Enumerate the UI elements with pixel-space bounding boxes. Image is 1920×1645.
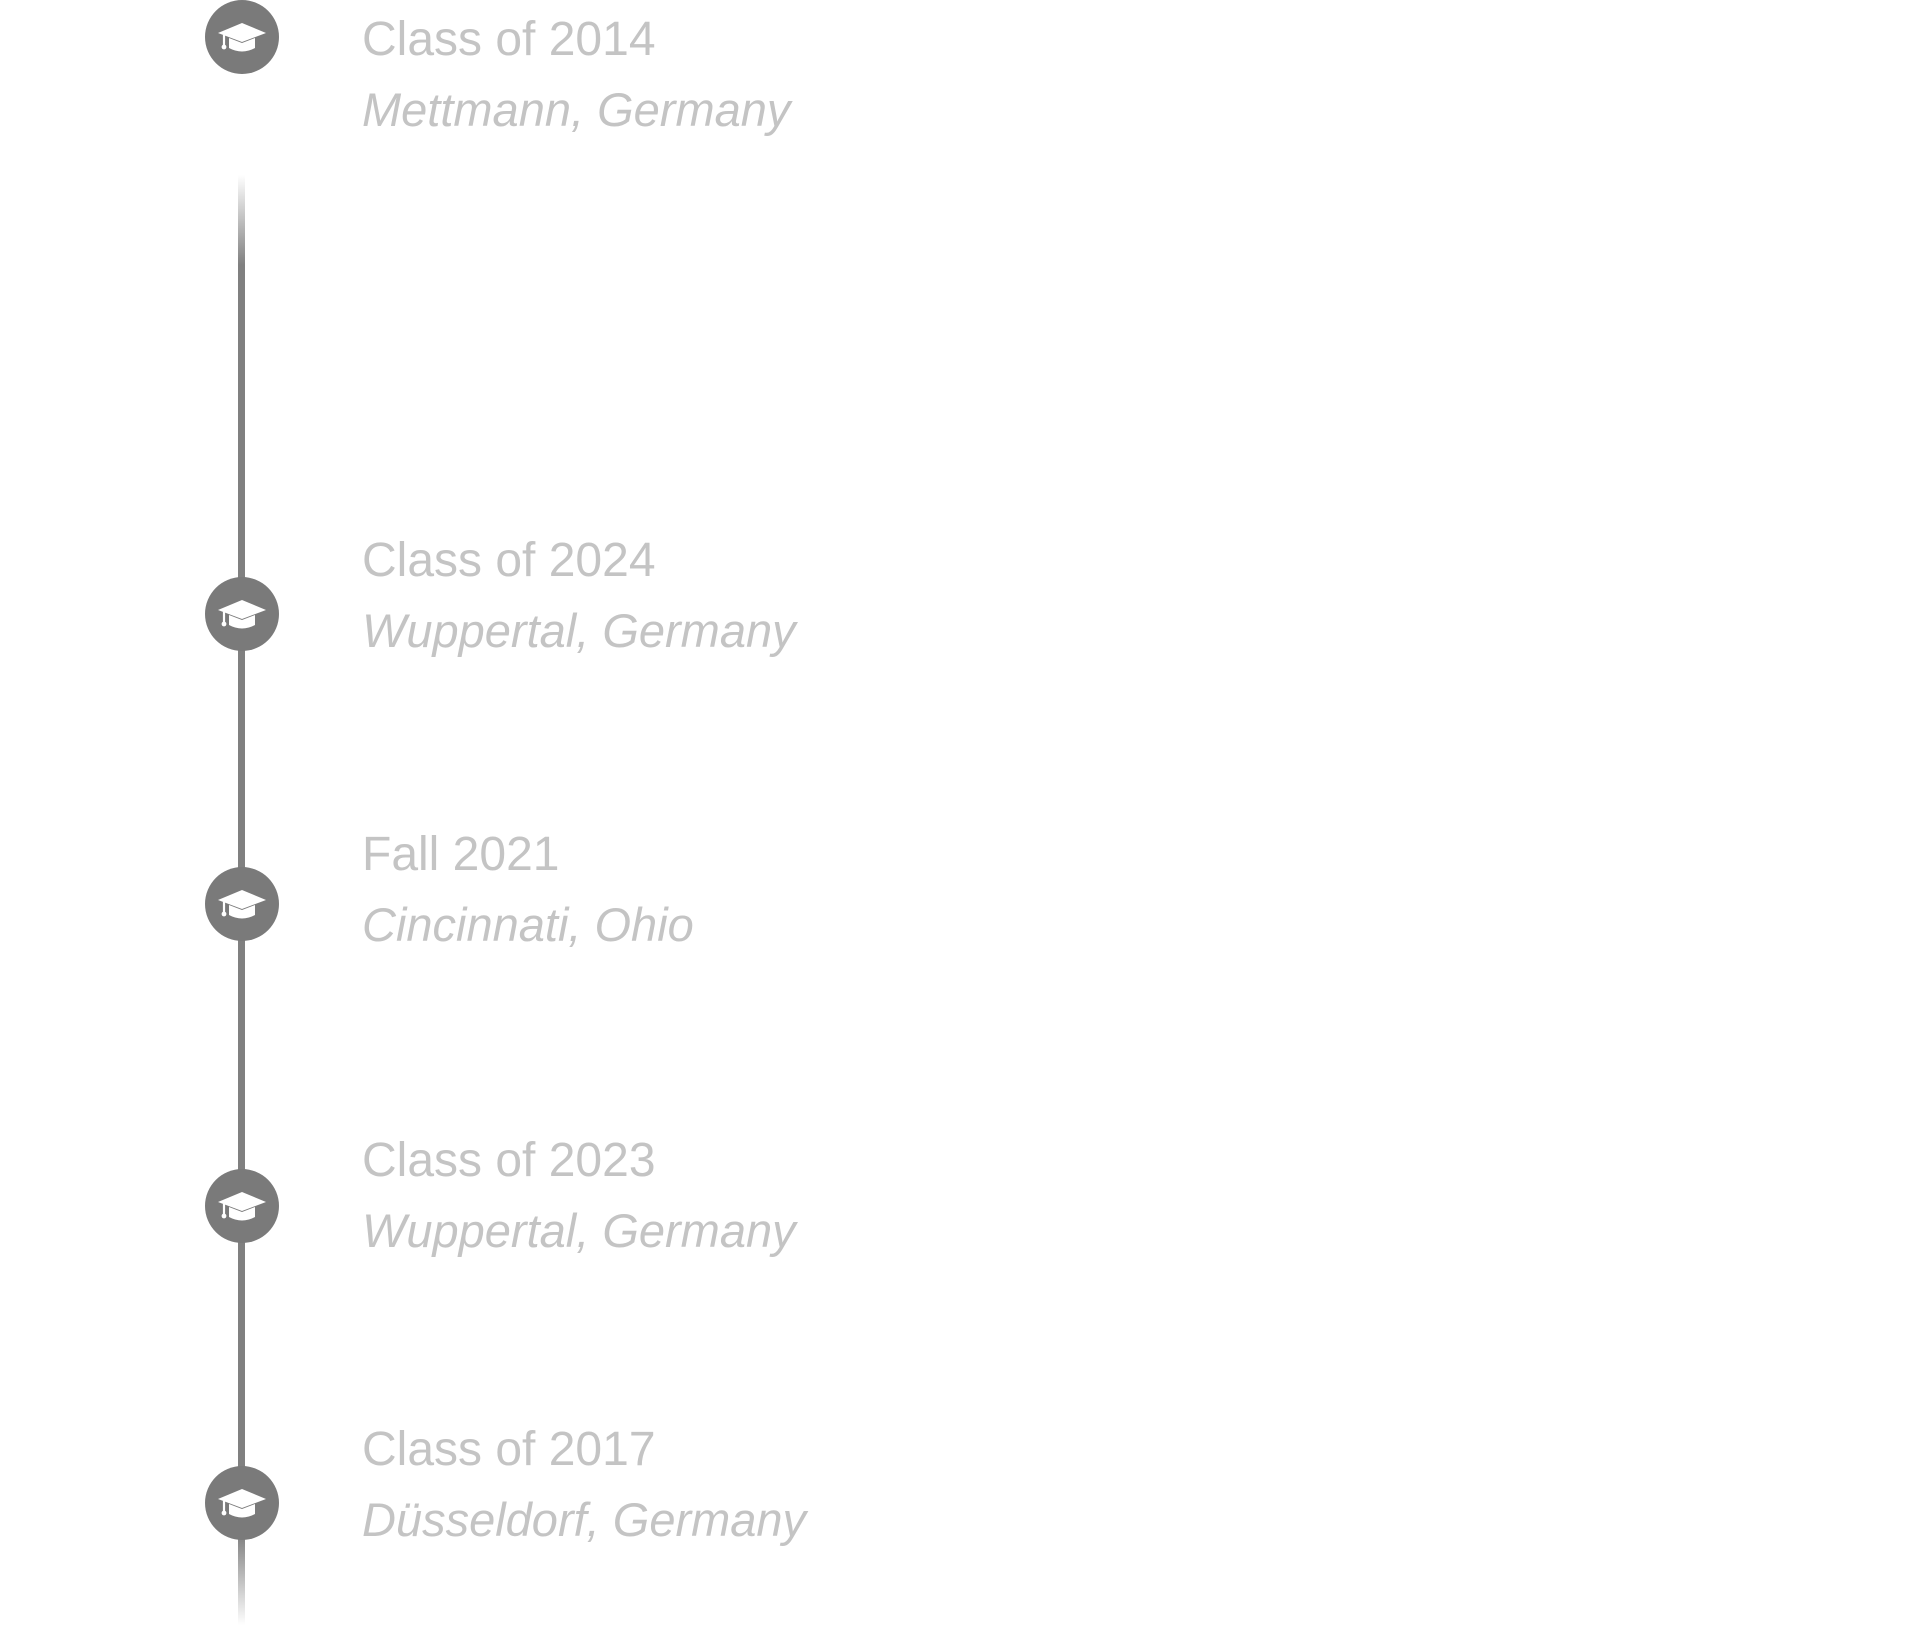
entry-location: Mettmann, Germany bbox=[362, 83, 791, 136]
graduation-cap-icon bbox=[216, 594, 268, 634]
entry-title: Fall 2021 bbox=[362, 828, 560, 881]
entry-location: Cincinnati, Ohio bbox=[362, 898, 694, 951]
timeline-marker bbox=[205, 577, 279, 651]
graduation-cap-icon bbox=[216, 1483, 268, 1523]
timeline-entry: Fall 2021 Cincinnati, Ohio bbox=[0, 815, 1920, 955]
entry-title: Class of 2014 bbox=[362, 13, 656, 66]
entry-location: Wuppertal, Germany bbox=[362, 604, 796, 657]
graduation-cap-icon bbox=[216, 17, 268, 57]
timeline-entry: Class of 2017 Düsseldorf, Germany bbox=[0, 1410, 1920, 1550]
entry-location: Wuppertal, Germany bbox=[362, 1204, 796, 1257]
entry-title: Class of 2017 bbox=[362, 1423, 656, 1476]
graduation-cap-icon bbox=[216, 1186, 268, 1226]
entry-location: Düsseldorf, Germany bbox=[362, 1493, 807, 1546]
timeline-marker bbox=[205, 1169, 279, 1243]
timeline-marker bbox=[205, 1466, 279, 1540]
entry-title: Class of 2023 bbox=[362, 1134, 656, 1187]
timeline-marker bbox=[205, 0, 279, 74]
timeline-entry: Class of 2014 Mettmann, Germany bbox=[0, 0, 1920, 140]
timeline-marker bbox=[205, 867, 279, 941]
timeline-entry: Class of 2024 Wuppertal, Germany bbox=[0, 521, 1920, 661]
timeline-entry: Class of 2023 Wuppertal, Germany bbox=[0, 1121, 1920, 1261]
graduation-cap-icon bbox=[216, 884, 268, 924]
entry-title: Class of 2024 bbox=[362, 534, 656, 587]
